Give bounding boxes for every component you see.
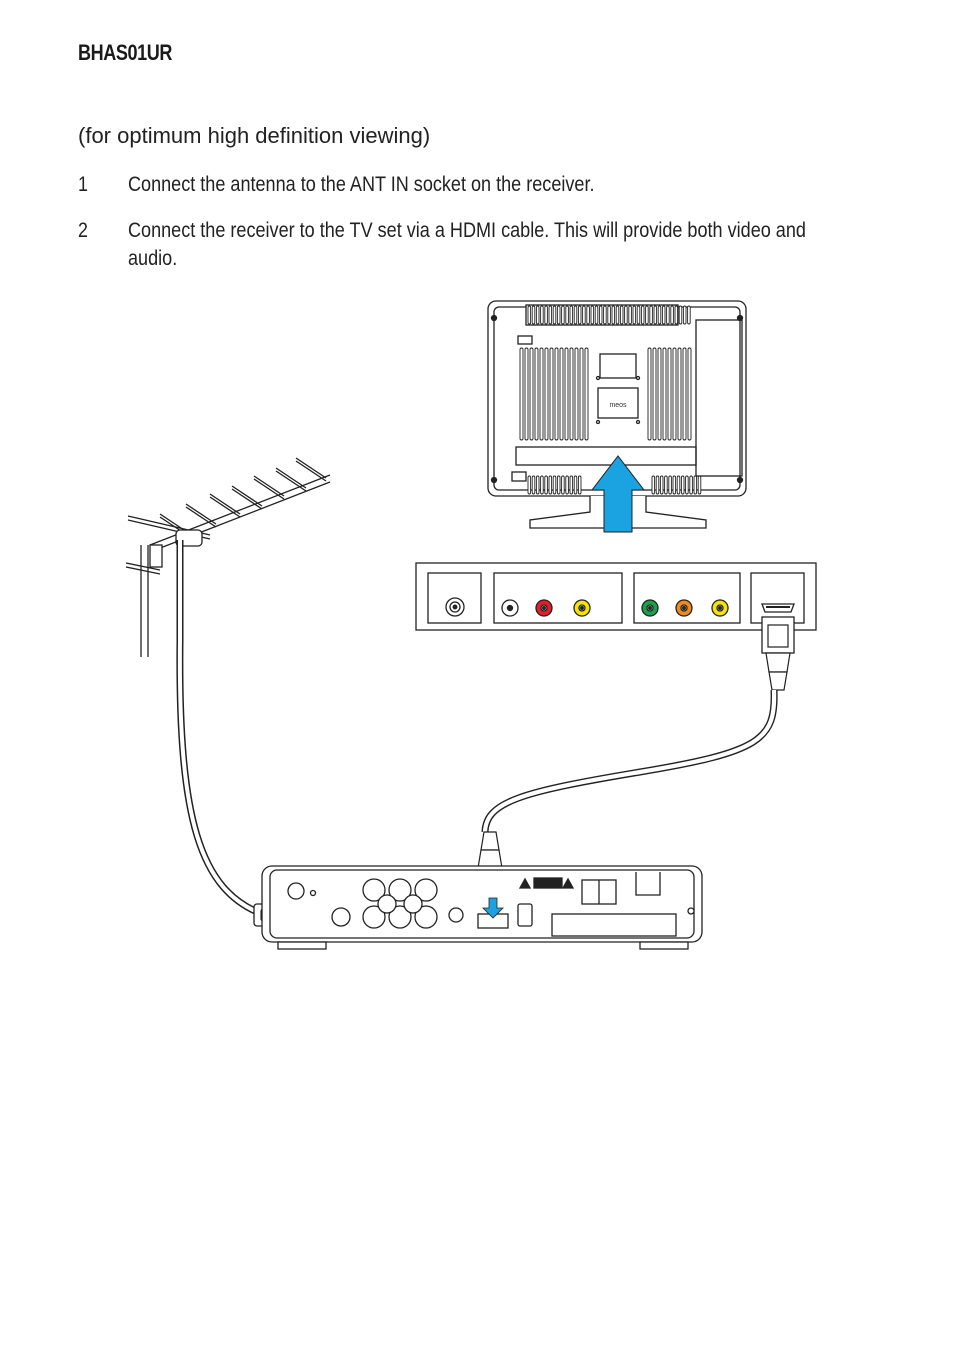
antenna (125, 457, 331, 657)
arrow-up-icon (590, 455, 646, 533)
hdmi-cable (475, 616, 795, 903)
step-number: 1 (78, 173, 88, 196)
step-2: 2 Connect the receiver to the TV set via… (78, 217, 878, 273)
tv-right-vent (647, 347, 692, 441)
tv-logo-text: meos (609, 402, 627, 409)
step-1: 1 Connect the antenna to the ANT IN sock… (78, 171, 878, 199)
step-text: Connect the antenna to the ANT IN socket… (128, 173, 595, 196)
tv-top-vent (525, 304, 691, 326)
step-text: Connect the receiver to the TV set via a… (128, 219, 806, 270)
audio-video-jacks (501, 599, 591, 617)
section-subtitle: (for optimum high definition viewing) (78, 123, 431, 148)
component-jacks (641, 599, 729, 617)
tv-left-vent (519, 347, 589, 441)
model-number: BHAS01UR (78, 40, 172, 65)
step-number: 2 (78, 219, 88, 242)
tv-set: meos (487, 300, 747, 529)
tv-connection-panel (415, 562, 817, 631)
warning-label (518, 877, 575, 889)
receiver (261, 865, 703, 950)
arrow-down-icon (482, 897, 504, 919)
